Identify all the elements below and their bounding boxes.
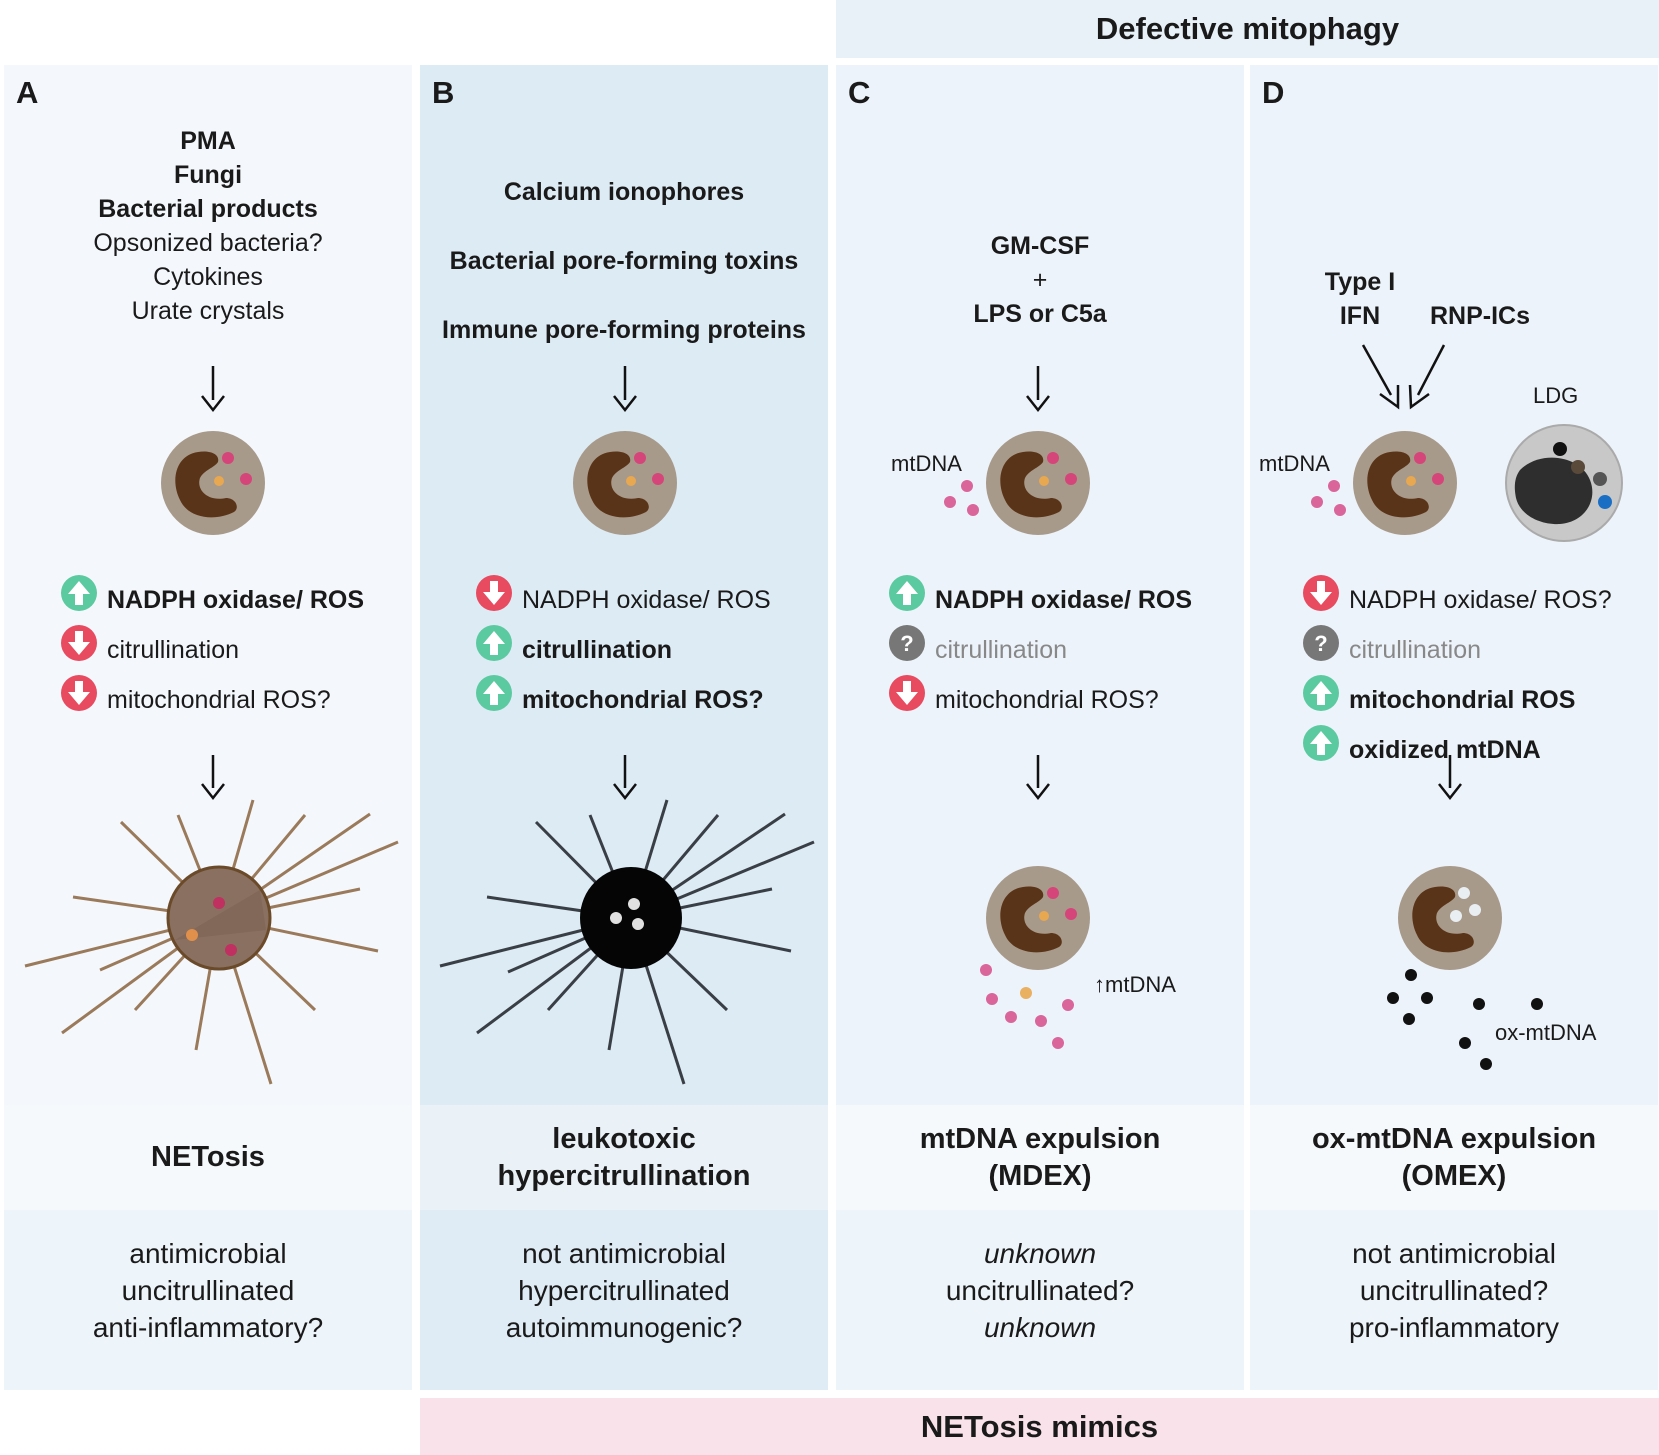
panel-c: C GM-CSF + LPS or C5a mtDNA NADPH oxidas…	[836, 65, 1244, 1390]
dead-cell-icon	[580, 867, 682, 969]
indicator-row: NADPH oxidase/ ROS	[476, 575, 771, 625]
stimulus: Opsonized bacteria?	[93, 229, 323, 257]
process-name: ox-mtDNA expulsion(OMEX)	[1311, 1122, 1597, 1192]
stimulus: PMA	[180, 127, 236, 155]
stimulus: Urate crystals	[131, 297, 285, 325]
process-name: NETosis	[151, 1141, 265, 1173]
svg-text:?: ?	[900, 631, 913, 656]
neutrophil-icon	[986, 431, 1090, 535]
stimulus: Bacterial pore-forming toxins	[449, 247, 799, 275]
netotic-cell-icon	[166, 865, 272, 971]
stimulus-rnp-ics: RNP-ICs	[1429, 302, 1530, 330]
panel-letter: C	[848, 75, 871, 110]
stimulus: +	[1032, 266, 1048, 294]
mtdna-label: mtDNA	[891, 451, 962, 476]
indicator-row: NADPH oxidase/ ROS	[889, 575, 1192, 625]
ox-mtdna-label: ox-mtDNA	[1495, 1020, 1597, 1045]
up-arrow-icon	[476, 625, 522, 675]
down-arrow-icon	[1303, 575, 1349, 625]
mtdna-label: mtDNA	[1259, 451, 1330, 476]
expelled-mtdna-dots-icon	[980, 964, 1074, 1049]
panel-d-arrow-ifn	[1361, 344, 1400, 410]
process-name: mtDNA expulsion(MDEX)	[919, 1122, 1161, 1192]
neutrophil-icon	[986, 866, 1090, 970]
stimulus: Fungi	[173, 161, 243, 189]
panel-d: D Type I IFN RNP-ICs LDG mtDNA NADPH oxi…	[1250, 65, 1658, 1390]
panel-d-arrow-2	[1438, 755, 1462, 801]
neutrophil-icon	[161, 431, 265, 535]
indicator-row: ?citrullination	[1303, 625, 1612, 675]
indicator-list: NADPH oxidase/ ROS citrullination mitoch…	[61, 575, 364, 725]
panel-a: A PMA Fungi Bacterial products Opsonized…	[4, 65, 412, 1390]
ox-mtdna-dots-icon	[1387, 969, 1543, 1070]
indicator-row: mitochondrial ROS?	[476, 675, 771, 725]
mtdna-dots-icon	[944, 480, 979, 516]
ldg-label: LDG	[1533, 383, 1579, 408]
indicator-row: citrullination	[476, 625, 771, 675]
panel-a-arrow-1	[201, 366, 225, 413]
indicator-row: citrullination	[61, 625, 364, 675]
panel-a-arrow-2	[201, 755, 225, 801]
indicator-row: mitochondrial ROS?	[889, 675, 1192, 725]
indicator-row: oxidized mtDNA	[1303, 725, 1612, 775]
neutrophil-icon	[573, 431, 677, 535]
up-arrow-icon	[889, 575, 935, 625]
ldg-cell-icon	[1505, 424, 1623, 542]
indicator-list: NADPH oxidase/ ROS? ?citrullination mito…	[1303, 575, 1612, 775]
down-arrow-icon	[476, 575, 522, 625]
up-arrow-icon	[1303, 725, 1349, 775]
indicator-row: mitochondrial ROS	[1303, 675, 1612, 725]
up-arrow-icon	[1303, 675, 1349, 725]
panel-b-arrow-2	[613, 755, 637, 801]
stimulus: Cytokines	[153, 263, 263, 291]
neutrophil-icon	[1353, 431, 1457, 535]
down-arrow-icon	[61, 675, 107, 725]
stimulus-type-i-ifn: Type I IFN	[1324, 268, 1396, 330]
up-arrow-icon	[476, 675, 522, 725]
process-properties: unknown uncitrullinated? unknown	[945, 1238, 1135, 1343]
stimulus: LPS or C5a	[973, 300, 1107, 328]
indicator-row: ?citrullination	[889, 625, 1192, 675]
svg-text:?: ?	[1314, 631, 1327, 656]
panel-b-arrow-1	[613, 366, 637, 413]
stimulus: Calcium ionophores	[503, 178, 745, 206]
panel-letter: D	[1262, 75, 1285, 110]
indicator-row: mitochondrial ROS?	[61, 675, 364, 725]
released-mtdna-label: ↑mtDNA	[1094, 972, 1176, 997]
process-properties: antimicrobial uncitrullinated anti-infla…	[92, 1238, 324, 1343]
process-properties: not antimicrobial uncitrullinated? pro-i…	[1348, 1238, 1560, 1343]
panel-c-arrow-1	[1026, 366, 1050, 413]
panel-c-arrow-2	[1026, 755, 1050, 801]
panel-letter: A	[16, 75, 39, 110]
stimulus: GM-CSF	[990, 232, 1090, 260]
stimulus: Immune pore-forming proteins	[442, 316, 806, 344]
indicator-row: NADPH oxidase/ ROS	[61, 575, 364, 625]
netosis-mimics-banner: NETosis mimics	[420, 1398, 1659, 1455]
down-arrow-icon	[889, 675, 935, 725]
mtdna-dots-icon	[1311, 480, 1346, 516]
indicator-list: NADPH oxidase/ ROS ?citrullination mitoc…	[889, 575, 1192, 725]
indicator-list: NADPH oxidase/ ROS citrullination mitoch…	[476, 575, 771, 725]
stimuli-list: Calcium ionophores Bacterial pore-formin…	[420, 158, 828, 365]
panel-d-arrow-rnp	[1408, 344, 1446, 410]
defective-mitophagy-banner: Defective mitophagy	[836, 0, 1659, 58]
stimuli-list: PMA Fungi Bacterial products Opsonized b…	[4, 124, 412, 328]
process-properties: not antimicrobial hypercitrullinated aut…	[505, 1238, 743, 1343]
panel-b: B Calcium ionophores Bacterial pore-form…	[420, 65, 828, 1390]
panel-letter: B	[432, 75, 455, 110]
down-arrow-icon	[61, 625, 107, 675]
question-icon: ?	[1303, 625, 1349, 675]
question-icon: ?	[889, 625, 935, 675]
neutrophil-icon	[1398, 866, 1502, 970]
indicator-row: NADPH oxidase/ ROS?	[1303, 575, 1612, 625]
up-arrow-icon	[61, 575, 107, 625]
stimuli-list: GM-CSF + LPS or C5a	[836, 229, 1244, 331]
stimulus: Bacterial products	[98, 195, 318, 223]
